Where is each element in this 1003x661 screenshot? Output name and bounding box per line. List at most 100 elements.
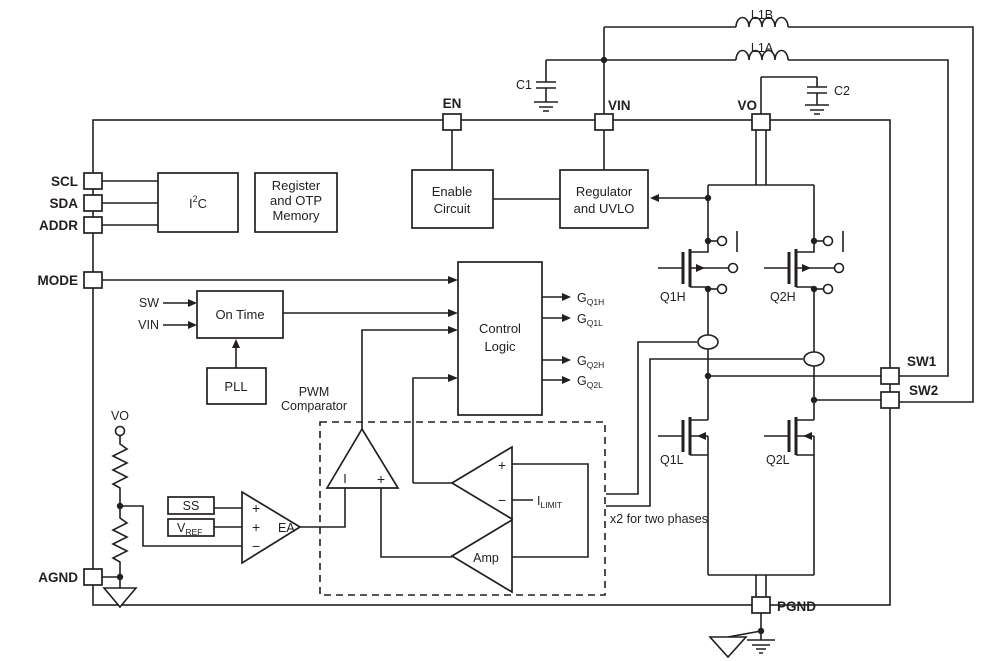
pwm-i-marker: I [343, 472, 346, 486]
en-pin [442, 113, 462, 131]
agnd-label: AGND [38, 570, 78, 585]
amp-triangle [450, 518, 513, 594]
regulator-label-1: Regulator [576, 184, 633, 199]
input-capacitor-c1: C1 [516, 60, 558, 112]
device-boundary [92, 119, 891, 606]
register-label-2: and OTP [270, 193, 322, 208]
l1a-coil [735, 49, 789, 61]
x2-note: x2 for two phases [610, 512, 708, 526]
gate-q2h-label: GQ2H [577, 354, 604, 370]
error-amplifier: SS VREF + + − EA [167, 490, 302, 565]
sense-loop-wire [512, 463, 589, 558]
current-sense-2 [803, 351, 825, 367]
inductor-network: L1B L1A [546, 8, 974, 403]
sw2-label: SW2 [909, 383, 938, 398]
vin-label: VIN [608, 98, 631, 113]
enable-label-1: Enable [432, 184, 472, 199]
en-label: EN [443, 96, 462, 111]
c2-label: C2 [834, 84, 850, 98]
pgnd-earth-ground [747, 613, 775, 654]
control-logic-label-2: Logic [484, 339, 516, 354]
q1l-label: Q1L [660, 453, 684, 467]
pgnd-grounds [708, 613, 775, 659]
feedback-divider: VO [102, 409, 242, 609]
ea-triangle [241, 490, 302, 565]
pgnd-ground-symbol [708, 636, 748, 659]
l1b-coil [735, 16, 789, 28]
i2c-block: I2C [157, 172, 239, 233]
vin-pin [594, 113, 614, 131]
power-stage: Q1H Q2H Q1L Q2L [606, 130, 881, 597]
i2c-label: I2C [189, 194, 207, 211]
ea-to-pwm-wire [300, 488, 346, 528]
ea-label: EA [278, 521, 295, 535]
ilimit-plus: + [498, 457, 506, 473]
vo-pin [751, 113, 771, 131]
pwm-plus: + [377, 471, 385, 487]
ea-minus: − [252, 538, 260, 554]
sda-pin [83, 194, 103, 212]
register-label-1: Register [272, 178, 321, 193]
ilimit-label: ILIMIT [537, 494, 562, 510]
vin-input-label: VIN [138, 318, 159, 332]
x2-dashed-box [319, 421, 606, 596]
resistor-divider [111, 436, 129, 588]
sense-wire-2 [606, 358, 803, 507]
scl-label: SCL [51, 174, 78, 189]
l1a-label: L1A [751, 41, 774, 55]
ea-plus2: + [252, 519, 260, 535]
pwm-comparator-triangle [325, 427, 400, 489]
gate-q1h-label: GQ1H [577, 291, 604, 307]
pwm-label-1: PWM [299, 385, 330, 399]
on-time-block: On Time SW VIN [138, 290, 284, 339]
sw-input-label: SW [139, 296, 159, 310]
control-logic-block: Control Logic GQ1H GQ1L GQ2H GQ2L [457, 261, 604, 416]
vref-label: VREF [177, 521, 202, 537]
q1h-label: Q1H [660, 290, 686, 304]
q2h-label: Q2H [770, 290, 796, 304]
pwm-current-block: PWM Comparator I + + − ILIMIT Amp x2 for… [281, 385, 708, 596]
addr-label: ADDR [39, 218, 78, 233]
ilimit-comparator-triangle [450, 445, 513, 521]
pgnd-label: PGND [777, 599, 816, 614]
mode-pin [83, 271, 103, 289]
pll-label: PLL [224, 379, 247, 394]
vo-terminal [114, 425, 126, 437]
sw2-pin [880, 391, 900, 409]
regulator-uvlo-block: Regulator and UVLO [559, 169, 649, 229]
sense-wire-1 [606, 341, 697, 495]
c1-label: C1 [516, 78, 532, 92]
enable-circuit-block: Enable Circuit [411, 169, 494, 229]
gate-q2l-label: GQ2L [577, 374, 603, 390]
register-label-3: Memory [273, 208, 320, 223]
enable-label-2: Circuit [434, 201, 471, 216]
pgnd-pin [751, 596, 771, 614]
pins: SCL SDA ADDR MODE AGND EN VIN VO SW1 SW2… [38, 96, 939, 614]
addr-pin [83, 216, 103, 234]
regulator-label-2: and UVLO [574, 201, 635, 216]
amp-to-pwm-wire [380, 488, 452, 558]
current-sense-1 [697, 334, 719, 350]
sda-label: SDA [49, 196, 78, 211]
ea-plus1: + [252, 500, 260, 516]
agnd-pin [83, 568, 103, 586]
ss-box [167, 496, 215, 515]
scl-pin [83, 172, 103, 190]
l1b-label: L1B [751, 8, 773, 22]
control-logic-label-1: Control [479, 321, 521, 336]
vo-label: VO [737, 98, 757, 113]
feedback-wire [120, 505, 242, 547]
ss-label: SS [183, 499, 200, 513]
interior-wires [102, 130, 712, 578]
register-otp-block: Register and OTP Memory [254, 172, 338, 233]
sw1-pin [880, 367, 900, 385]
output-capacitor-c2: C2 [760, 76, 850, 115]
on-time-label: On Time [215, 307, 264, 322]
q2l-label: Q2L [766, 453, 790, 467]
agnd-ground-symbol [102, 587, 138, 609]
pll-block: PLL [206, 339, 267, 405]
gate-q1l-label: GQ1L [577, 312, 603, 328]
sw1-label: SW1 [907, 354, 937, 369]
